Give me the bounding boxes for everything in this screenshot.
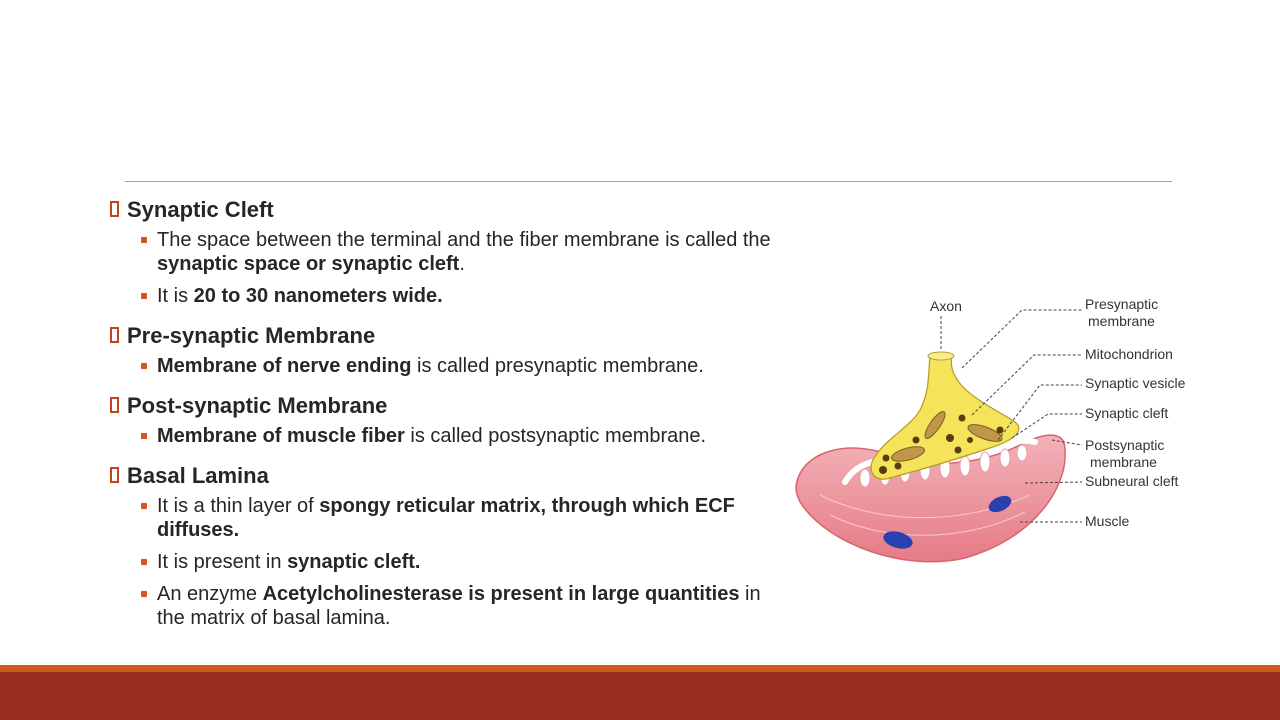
bullet-item: It is a thin layer of spongy reticular m…	[110, 494, 790, 542]
muscle-nucleus	[883, 531, 913, 549]
label-synaptic-vesicle: Synaptic vesicle	[1085, 375, 1186, 391]
bullet-item: Membrane of muscle fiber is called posts…	[110, 424, 790, 448]
section-heading: Basal Lamina	[110, 462, 790, 490]
square-bullet-icon	[141, 433, 147, 439]
label-subneural-cleft: Subneural cleft	[1085, 473, 1179, 489]
bullet-text-bold: Membrane of nerve ending	[157, 355, 412, 377]
section-heading: Synaptic Cleft	[110, 196, 790, 224]
bullet-text: .	[459, 253, 465, 275]
label-presynaptic-1: Presynaptic	[1085, 296, 1158, 312]
neuromuscular-junction-diagram: Axon Presynaptic membrane Mitochondrion …	[790, 290, 1190, 570]
bullet-item: The space between the terminal and the f…	[110, 228, 790, 276]
bullet-text: It is	[157, 285, 194, 307]
bullet-text: The space between the terminal and the f…	[157, 229, 771, 251]
bullet-text-bold: spongy reticular matrix, through which E…	[157, 495, 735, 541]
bullet-text: It is present in	[157, 551, 288, 573]
square-bullet-icon	[141, 363, 147, 369]
bullet-text-bold: synaptic cleft.	[287, 551, 421, 573]
bullet-text-bold: 20 to 30 nanometers wide.	[193, 285, 443, 307]
mitochondrion-shape	[967, 424, 1003, 442]
bullet-text: is called presynaptic membrane.	[411, 355, 704, 377]
bullet-item: An enzyme Acetylcholinesterase is presen…	[110, 582, 790, 630]
label-mitochondrion: Mitochondrion	[1085, 346, 1173, 362]
axon-top	[927, 351, 955, 361]
section-heading-text: Pre-synaptic Membrane	[127, 323, 376, 348]
label-muscle: Muscle	[1085, 513, 1130, 529]
heading-bullet-icon	[110, 327, 119, 343]
bullet-text: is called postsynaptic membrane.	[404, 425, 707, 447]
synaptic-vesicles	[879, 414, 1004, 474]
section-heading-text: Synaptic Cleft	[127, 197, 274, 222]
bullet-text-bold: Membrane of muscle fiber	[157, 425, 405, 447]
bullet-item: It is present in synaptic cleft.	[110, 550, 790, 574]
section: Basal Lamina It is a thin layer of spongy…	[110, 462, 790, 630]
bullet-text: An enzyme	[157, 583, 263, 605]
heading-bullet-icon	[110, 467, 119, 483]
bullet-text: in the matrix of basal lamina.	[157, 583, 761, 629]
label-presynaptic-2: membrane	[1088, 313, 1155, 329]
muscle-nucleus	[988, 495, 1012, 513]
bullet-text: It is a thin layer of	[157, 495, 320, 517]
footer-accent-bar	[0, 665, 1280, 672]
heading-bullet-icon	[110, 397, 119, 413]
title-divider	[125, 181, 1172, 182]
bullet-text-bold: synaptic space or synaptic cleft	[157, 253, 460, 275]
bullet-item: It is 20 to 30 nanometers wide.	[110, 284, 790, 308]
bullet-text-bold: Acetylcholinesterase is present in large…	[262, 583, 740, 605]
square-bullet-icon	[141, 591, 147, 597]
diagram-svg: Axon Presynaptic membrane Mitochondrion …	[795, 296, 1186, 563]
heading-bullet-icon	[110, 201, 119, 217]
bullet-item: Membrane of nerve ending is called presy…	[110, 354, 790, 378]
footer-bar	[0, 672, 1280, 720]
square-bullet-icon	[141, 503, 147, 509]
section-heading: Pre-synaptic Membrane	[110, 322, 790, 350]
label-synaptic-cleft: Synaptic cleft	[1085, 405, 1168, 421]
square-bullet-icon	[141, 559, 147, 565]
label-postsynaptic-2: membrane	[1090, 454, 1157, 470]
section-heading-text: Basal Lamina	[127, 463, 269, 488]
mitochondrion-shape	[924, 411, 946, 439]
mitochondrion-shape	[891, 446, 925, 462]
label-postsynaptic-1: Postsynaptic	[1085, 437, 1164, 453]
section-heading: Post-synaptic Membrane	[110, 392, 790, 420]
square-bullet-icon	[141, 293, 147, 299]
square-bullet-icon	[141, 237, 147, 243]
label-axon: Axon	[930, 298, 962, 314]
section-heading-text: Post-synaptic Membrane	[127, 393, 388, 418]
